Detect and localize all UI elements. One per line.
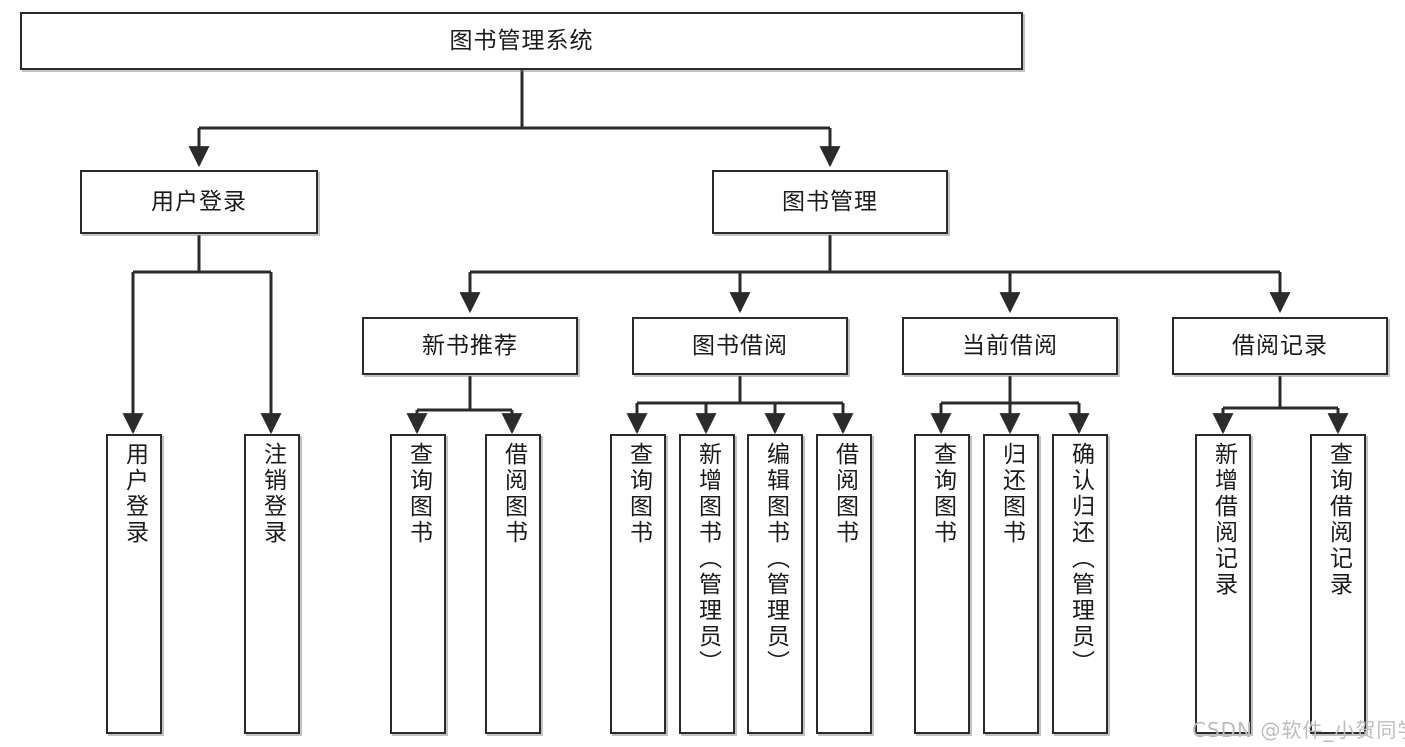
leaf-borrow-add-book-admin[interactable]: 新增图书（管理员）: [679, 434, 735, 734]
leaf-current-return-book[interactable]: 归还图书: [983, 434, 1039, 734]
node-label: 编辑图书（管理员）: [762, 442, 789, 676]
leaf-borrow-borrow-book[interactable]: 借阅图书: [816, 434, 872, 734]
node-label: 图书管理: [782, 188, 878, 215]
leaf-new-book-query-book[interactable]: 查询图书: [390, 434, 446, 734]
leaf-user-login-login[interactable]: 用户登录: [106, 434, 162, 734]
node-label: 新增借阅记录: [1210, 442, 1237, 598]
node-label: 用户登录: [151, 188, 247, 215]
leaf-current-query-book[interactable]: 查询图书: [914, 434, 970, 734]
node-label: 用户登录: [121, 442, 148, 546]
node-label: 注销登录: [259, 442, 286, 546]
leaf-current-confirm-return-admin[interactable]: 确认归还（管理员）: [1052, 434, 1108, 734]
leaf-records-add-record[interactable]: 新增借阅记录: [1195, 434, 1251, 734]
node-borrow-records[interactable]: 借阅记录: [1172, 317, 1388, 375]
node-user-login[interactable]: 用户登录: [80, 170, 318, 234]
node-root-book-management-system[interactable]: 图书管理系统: [20, 12, 1023, 70]
node-label: 借阅图书: [500, 442, 527, 546]
node-book-borrow[interactable]: 图书借阅: [632, 317, 848, 375]
node-label: 图书借阅: [692, 332, 788, 359]
leaf-borrow-edit-book-admin[interactable]: 编辑图书（管理员）: [747, 434, 803, 734]
node-current-borrow[interactable]: 当前借阅: [902, 317, 1118, 375]
node-label: 借阅记录: [1232, 332, 1328, 359]
node-label: 查询图书: [405, 442, 432, 546]
node-label: 新书推荐: [422, 332, 518, 359]
node-book-management[interactable]: 图书管理: [712, 170, 948, 234]
node-label: 归还图书: [998, 442, 1025, 546]
watermark-text: CSDN @软件_小贺同学: [1192, 718, 1405, 742]
node-label: 查询图书: [625, 442, 652, 546]
node-label: 借阅图书: [831, 442, 858, 546]
leaf-records-query-record[interactable]: 查询借阅记录: [1310, 434, 1366, 734]
leaf-new-book-borrow-book[interactable]: 借阅图书: [485, 434, 541, 734]
leaf-borrow-query-book[interactable]: 查询图书: [610, 434, 666, 734]
node-label: 查询借阅记录: [1325, 442, 1352, 598]
leaf-user-login-logout[interactable]: 注销登录: [244, 434, 300, 734]
node-label: 查询图书: [929, 442, 956, 546]
node-label: 确认归还（管理员）: [1067, 442, 1094, 676]
node-label: 当前借阅: [962, 332, 1058, 359]
node-label: 图书管理系统: [449, 27, 594, 54]
node-new-book-recommend[interactable]: 新书推荐: [362, 317, 578, 375]
node-label: 新增图书（管理员）: [694, 442, 721, 676]
